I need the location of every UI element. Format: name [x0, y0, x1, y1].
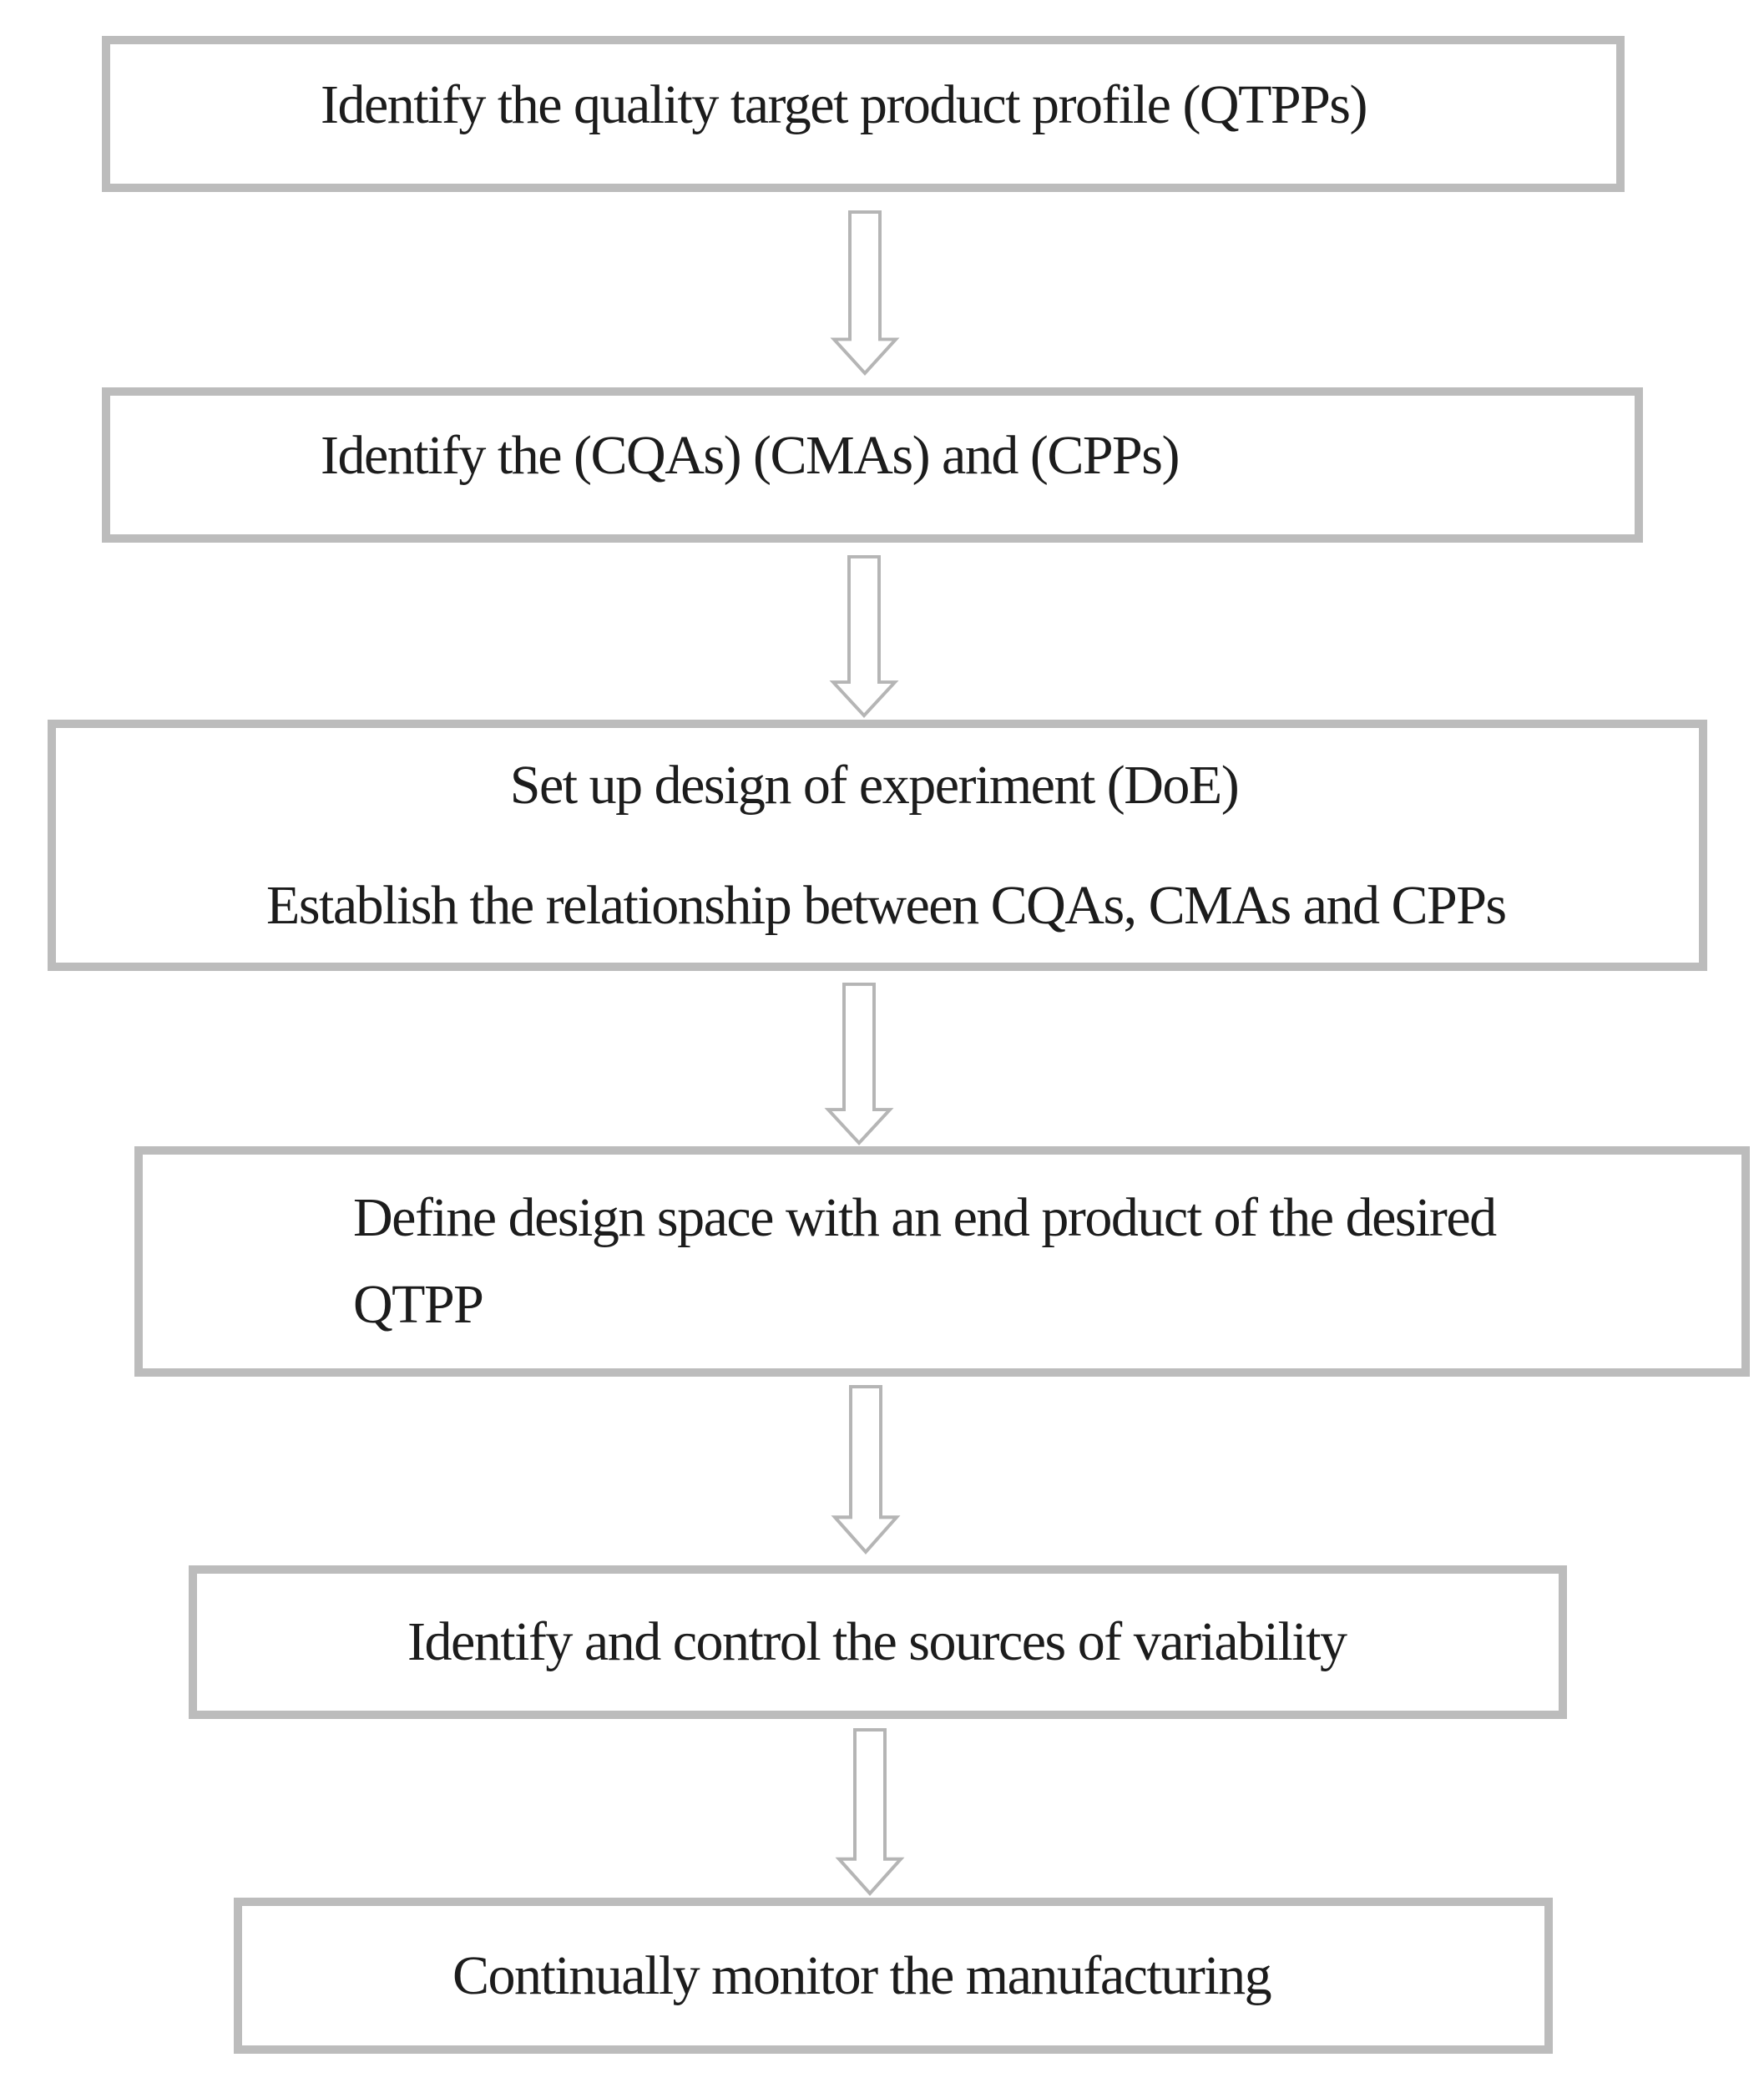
step-text: Set up design of experiment (DoE): [509, 754, 1240, 816]
down-arrow-icon: [824, 983, 894, 1145]
step-box-identify-cqa-cma-cpp: Identify the (CQAs) (CMAs) and (CPPs): [102, 387, 1643, 543]
step-text: Identify and control the sources of vari…: [407, 1611, 1347, 1673]
step-text: Define design space with an end product …: [353, 1187, 1497, 1249]
down-arrow-icon: [831, 1385, 901, 1555]
step-text: Identify the quality target product prof…: [321, 73, 1367, 135]
down-arrow-icon: [835, 1728, 905, 1896]
step-box-design-space: Define design space with an end product …: [134, 1146, 1750, 1377]
step-box-identify-qtpp: Identify the quality target product prof…: [102, 36, 1625, 192]
step-box-monitor: Continually monitor the manufacturing: [234, 1898, 1553, 2054]
down-arrow-icon: [829, 555, 899, 718]
step-text: Identify the (CQAs) (CMAs) and (CPPs): [321, 425, 1180, 487]
step-text: Continually monitor the manufacturing: [452, 1944, 1272, 2006]
step-box-doe: Set up design of experiment (DoE) Establ…: [48, 720, 1707, 971]
step-box-variability: Identify and control the sources of vari…: [189, 1565, 1567, 1719]
down-arrow-icon: [830, 210, 900, 376]
step-text: QTPP: [353, 1274, 484, 1335]
step-text: Establish the relationship between CQAs,…: [266, 874, 1507, 936]
